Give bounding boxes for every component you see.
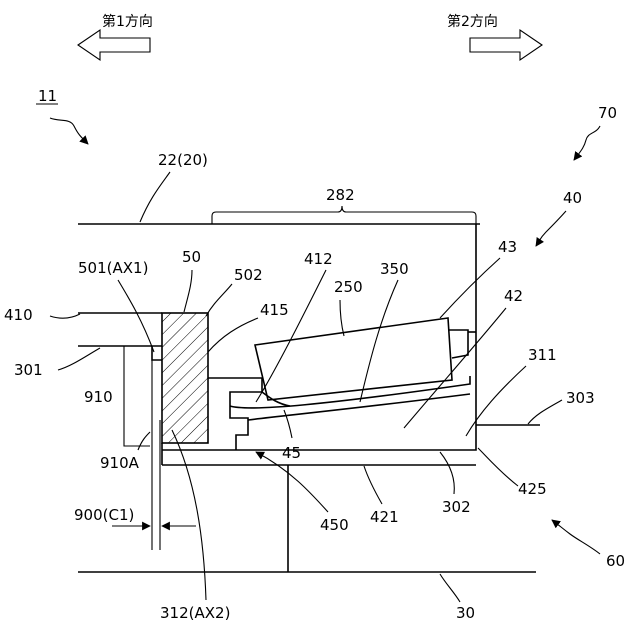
leader-910A <box>138 432 150 450</box>
notch-501 <box>152 346 162 360</box>
label-42: 42 <box>504 287 523 305</box>
label-250: 250 <box>334 278 363 296</box>
leader-501 <box>118 280 154 352</box>
leader-250 <box>340 300 344 336</box>
brace-282 <box>212 206 476 224</box>
label-410: 410 <box>4 306 33 324</box>
leader-22 <box>140 172 170 222</box>
hatched-member-50 <box>162 313 208 443</box>
label-350: 350 <box>380 260 409 278</box>
second-direction-label: 第2方向 <box>447 13 498 30</box>
second-direction-arrow <box>470 30 542 60</box>
label-43: 43 <box>498 238 517 256</box>
leader-302 <box>440 452 454 494</box>
label-311: 311 <box>528 346 557 364</box>
label-282: 282 <box>326 186 355 204</box>
leader-50 <box>184 270 192 312</box>
label-302: 302 <box>442 498 471 516</box>
leader-30 <box>440 574 460 602</box>
label-425: 425 <box>518 480 547 498</box>
label-22: 22(20) <box>158 151 208 169</box>
leader-303 <box>528 400 562 424</box>
leader-40 <box>536 211 566 246</box>
tilted-body-43 <box>255 318 452 400</box>
label-30: 30 <box>456 604 475 622</box>
label-50: 50 <box>182 248 201 266</box>
label-412: 412 <box>304 250 333 268</box>
leader-60 <box>552 520 600 554</box>
label-301: 301 <box>14 361 43 379</box>
leader-70 <box>574 126 600 160</box>
leader-11 <box>50 118 88 144</box>
label-60: 60 <box>606 552 625 570</box>
leader-502 <box>206 284 232 316</box>
leader-301 <box>58 348 100 370</box>
label-450: 450 <box>320 516 349 534</box>
first-direction-label: 第1方向 <box>102 13 153 30</box>
label-312: 312(AX2) <box>160 604 230 622</box>
label-70: 70 <box>598 104 617 122</box>
leader-43 <box>440 258 500 318</box>
leader-45 <box>284 410 292 438</box>
leader-350 <box>360 280 398 402</box>
label-502: 502 <box>234 266 263 284</box>
label-415: 415 <box>260 301 289 319</box>
leader-410 <box>50 314 80 318</box>
label-11: 11 <box>38 87 57 105</box>
leader-42 <box>404 308 506 428</box>
leader-425 <box>478 448 518 486</box>
label-501: 501(AX1) <box>78 259 148 277</box>
leader-312 <box>172 430 206 600</box>
label-910A: 910A <box>100 454 140 472</box>
leader-415 <box>208 318 258 352</box>
label-40: 40 <box>563 189 582 207</box>
inner-frame <box>208 378 262 450</box>
leader-421 <box>364 466 382 504</box>
label-900: 900(C1) <box>74 506 134 524</box>
label-303: 303 <box>566 389 595 407</box>
label-421: 421 <box>370 508 399 526</box>
label-910: 910 <box>84 388 113 406</box>
bracket-910 <box>124 346 150 446</box>
label-45: 45 <box>282 444 301 462</box>
first-direction-arrow <box>78 30 150 60</box>
